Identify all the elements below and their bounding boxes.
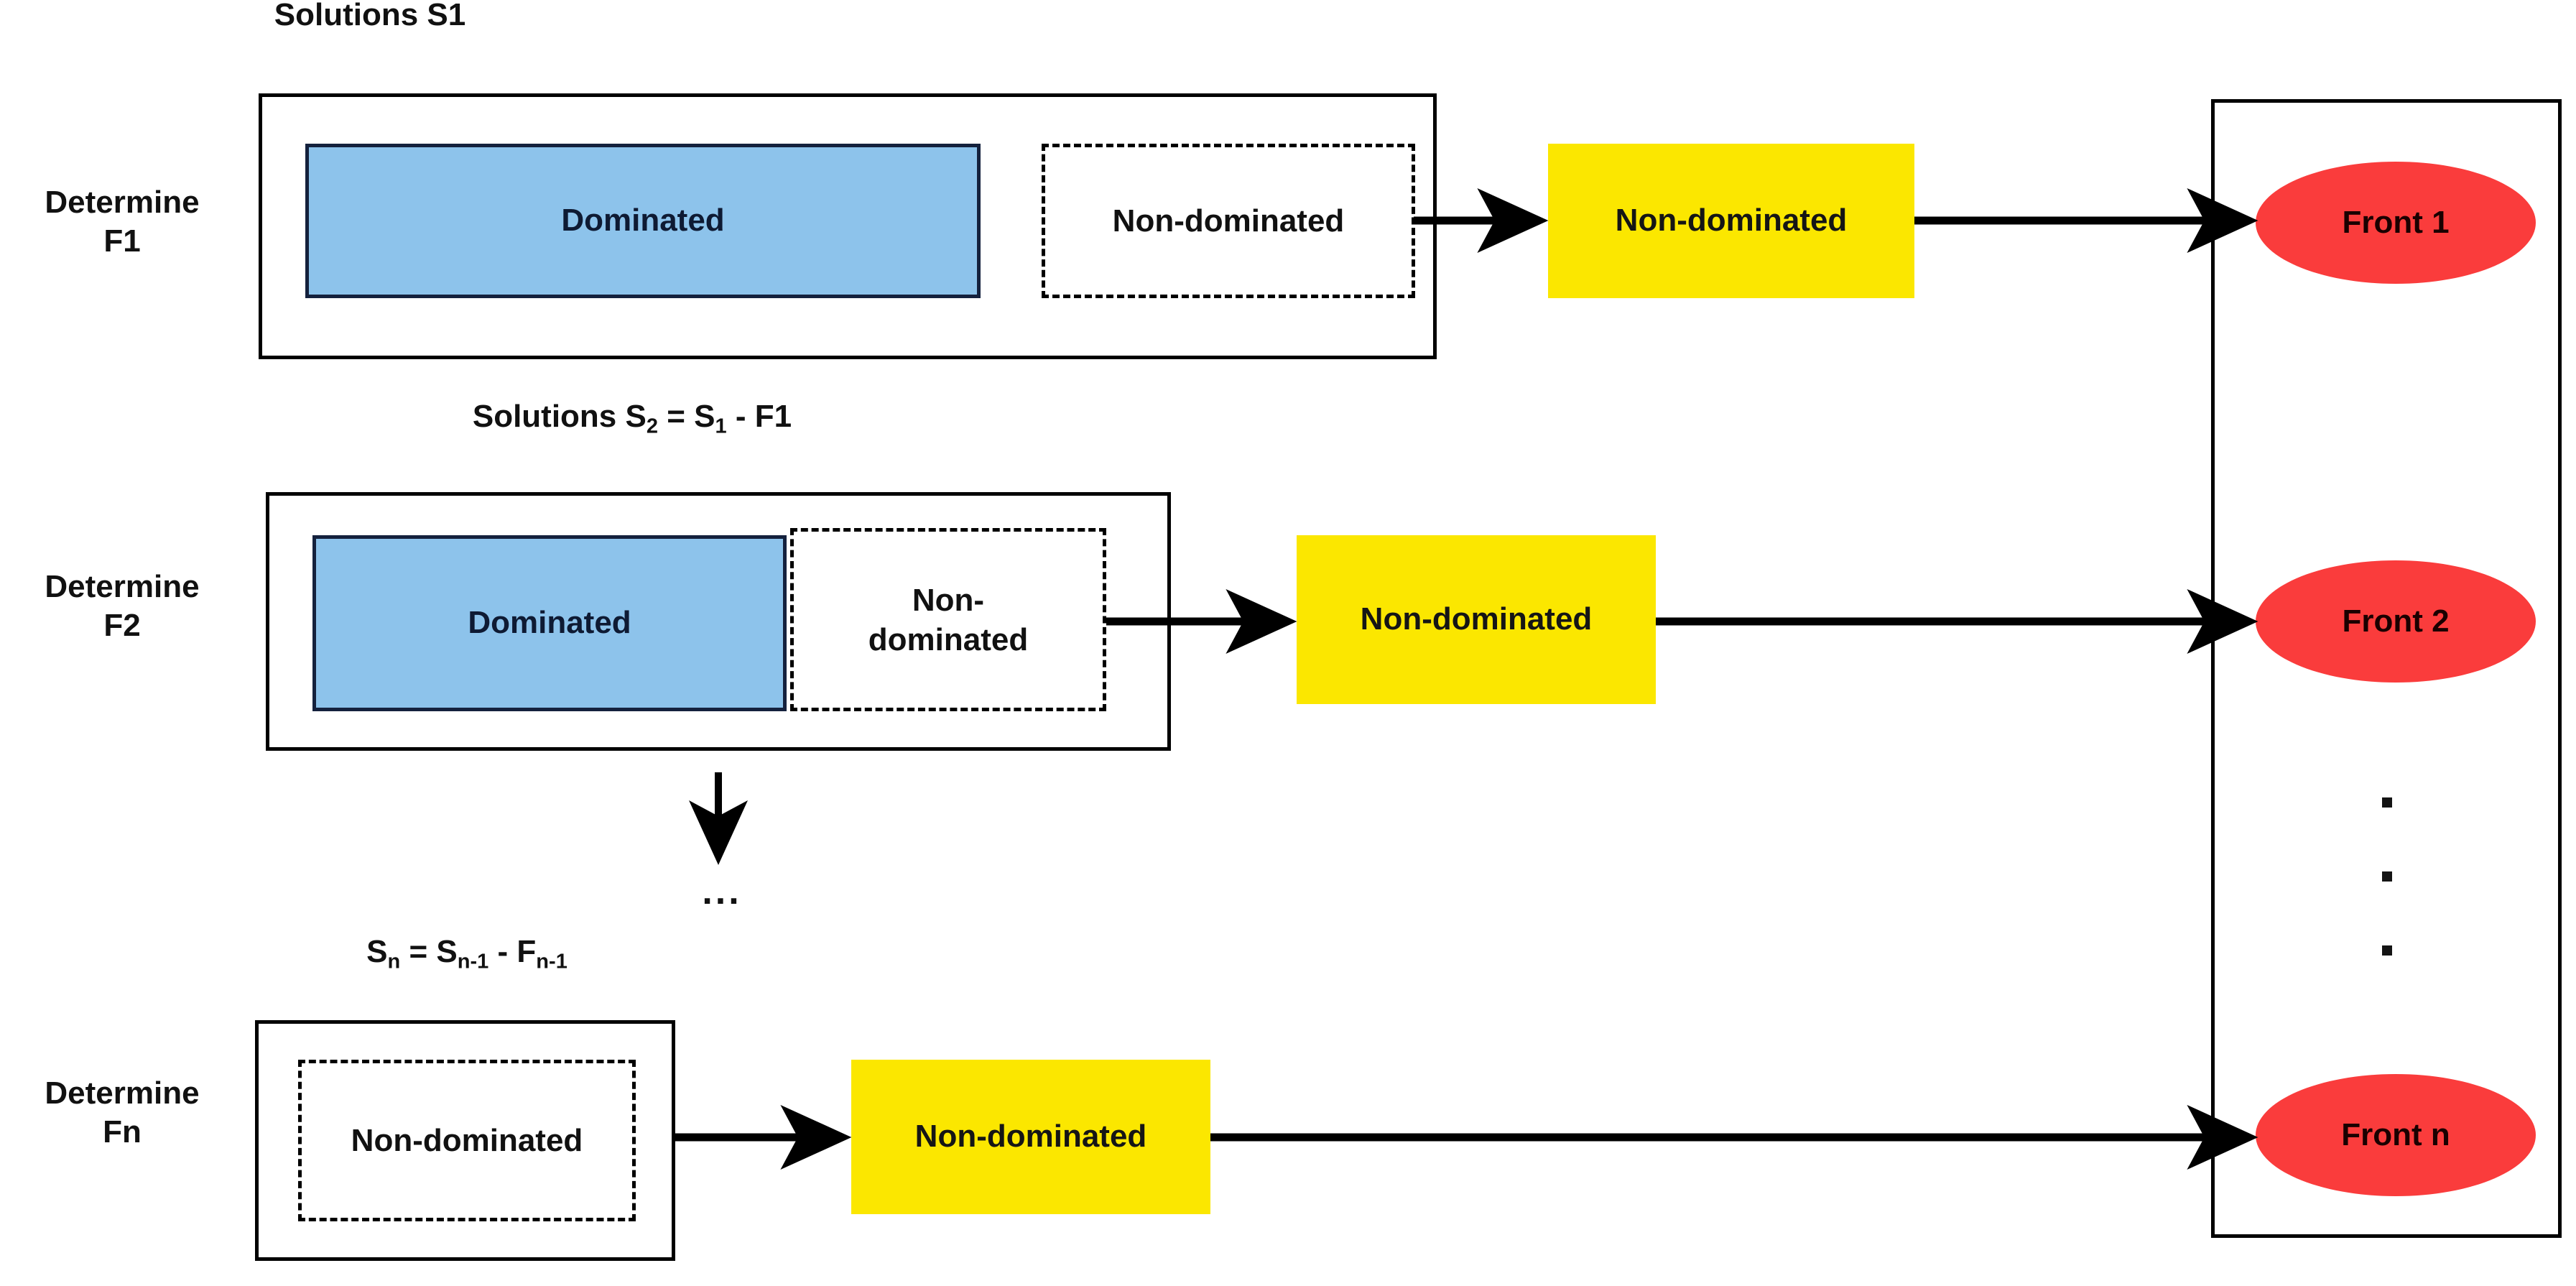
set-title-s2-main: S [625,399,647,434]
nondominated-block-1: Non-dominated [1042,144,1415,298]
dominated-block-2: Dominated [312,535,787,711]
nondominated-block-n: Non-dominated [298,1060,636,1221]
set-title-sn-f-sub: n-1 [536,950,567,973]
set-title-s1: Solutions S1 [274,0,466,32]
set-title-sn: Sn = Sn-1 - Fn-1 [255,934,679,974]
set-title-sn-main-sub: n [387,950,401,973]
nondominated-block-2: Non- dominated [790,528,1106,711]
vertical-continuation-ellipsis: ... [702,871,742,912]
nondominated-output-1: Non-dominated [1548,144,1914,298]
set-title-sn-f: F [516,934,537,969]
set-title-s2-main-sub: 2 [646,415,659,438]
front-1-node[interactable]: Front 1 [2256,162,2536,284]
stage-label-fn: Determine Fn [45,1075,200,1149]
dot-2 [2382,871,2392,882]
stage-label-f2: Determine F2 [45,569,200,643]
nondominated-output-2: Non-dominated [1297,535,1656,704]
set-title-s2-word: Solutions [472,399,626,434]
stage-label-f1: Determine F1 [45,185,200,259]
set-title-sn-eq: = [400,934,437,969]
front-n-node[interactable]: Front n [2256,1074,2536,1196]
set-title-s2-prev: S [694,399,715,434]
fronts-vertical-ellipsis [2382,797,2392,956]
nondominated-output-n: Non-dominated [851,1060,1210,1214]
set-title-sn-prev: S [436,934,458,969]
set-title-s2-minus: - F1 [726,399,792,434]
set-title-s2: Solutions S2 = S1 - F1 [309,399,955,439]
dot-1 [2382,797,2392,808]
set-title-sn-main: S [366,934,388,969]
set-title-sn-prev-sub: n-1 [457,950,489,973]
dominated-block-1: Dominated [305,144,981,298]
set-title-sn-minus: - [488,934,517,969]
front-2-node[interactable]: Front 2 [2256,560,2536,683]
set-title-s2-eq: = [658,399,695,434]
set-title-s2-prev-sub: 1 [715,415,727,438]
dot-3 [2382,945,2392,956]
